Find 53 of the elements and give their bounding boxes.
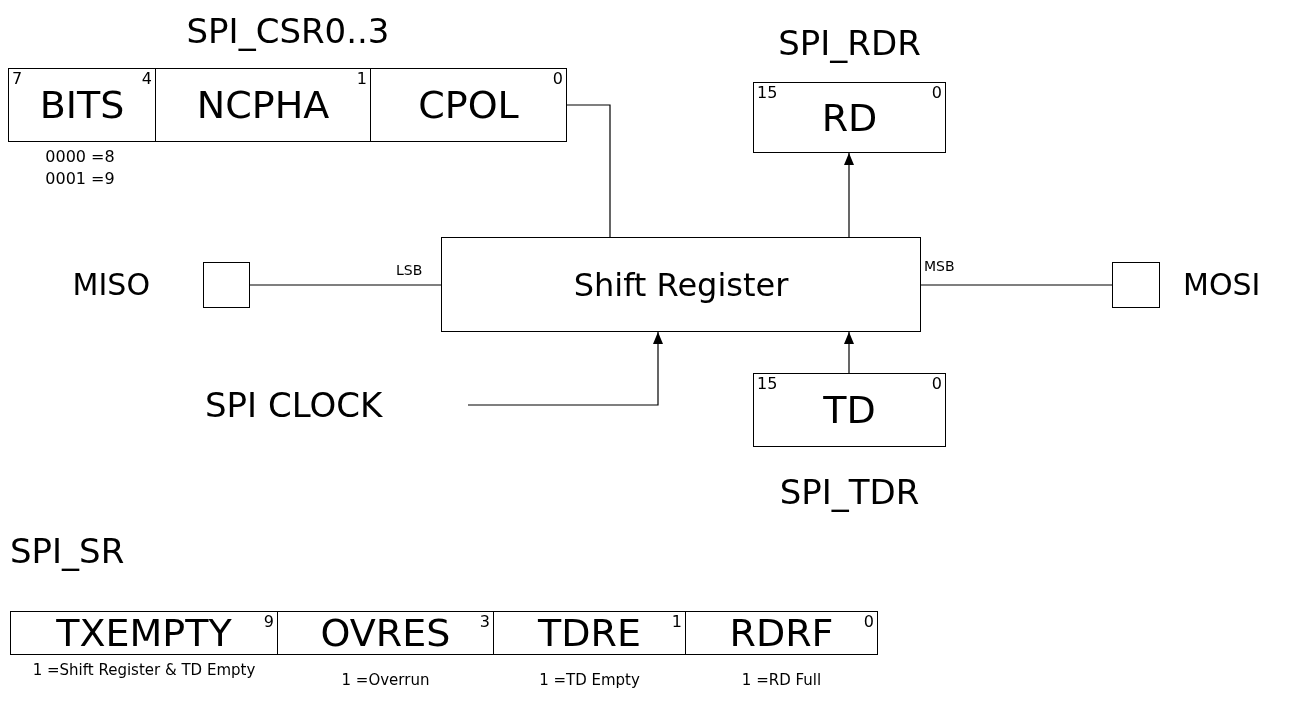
pin-label: MISO <box>71 266 150 304</box>
register-name: SPI_RDR <box>778 22 921 65</box>
field-name: RD <box>821 98 878 137</box>
register-name: SPI_SR <box>10 530 125 573</box>
field-note: 0000 =8 <box>44 146 116 168</box>
register-field <box>370 68 567 142</box>
bit-number: 3 <box>479 614 490 630</box>
register-name: SPI_TDR <box>779 471 920 514</box>
signal-name: SPI CLOCK <box>205 384 383 427</box>
field-note: 1 =TD Empty <box>538 670 641 691</box>
shift-register-block <box>441 237 921 332</box>
field-note: 0001 =9 <box>44 167 116 190</box>
register-field <box>685 611 878 655</box>
bit-number: 15 <box>757 85 778 101</box>
field-note: 1 =RD Full <box>740 670 823 691</box>
bit-number: 9 <box>263 614 274 630</box>
arrow <box>467 331 663 406</box>
field-name: OVRES <box>320 614 451 652</box>
connector-line <box>920 284 1113 286</box>
block-label: Shift Register <box>573 268 789 301</box>
field-name: TXEMPTY <box>56 614 232 652</box>
pin-square <box>203 262 250 308</box>
connector-line <box>566 104 611 238</box>
pin-square <box>1112 262 1160 308</box>
field-name: BITS <box>39 86 125 124</box>
bit-number: 1 <box>356 71 367 87</box>
bit-number: 0 <box>552 71 563 87</box>
field-note: 1 =Shift Register & TD Empty <box>31 660 257 681</box>
register-field <box>493 611 686 655</box>
field-name: TD <box>823 391 876 429</box>
bit-number: 15 <box>757 376 778 392</box>
field-name: CPOL <box>418 86 519 124</box>
field-name: NCPHA <box>196 86 330 124</box>
connector-line <box>249 284 442 286</box>
arrow <box>844 152 854 238</box>
register-field <box>10 611 278 655</box>
field-note: 1 =Overrun <box>340 670 431 691</box>
edge-label: LSB <box>395 262 424 278</box>
bit-number: 0 <box>863 614 874 630</box>
arrow <box>844 331 854 374</box>
bit-number: 0 <box>931 85 942 101</box>
register-field <box>8 68 156 142</box>
bit-number: 7 <box>12 71 23 87</box>
register-name: SPI_CSR0..3 <box>186 10 390 53</box>
field-name: RDRF <box>729 614 834 652</box>
field-name: TDRE <box>538 614 641 652</box>
register-field <box>277 611 494 655</box>
bit-number: 1 <box>671 614 682 630</box>
register-field <box>155 68 371 142</box>
pin-label: MOSI <box>1183 266 1262 304</box>
bit-number: 4 <box>141 71 152 87</box>
edge-label: MSB <box>923 258 956 274</box>
bit-number: 0 <box>931 376 942 392</box>
